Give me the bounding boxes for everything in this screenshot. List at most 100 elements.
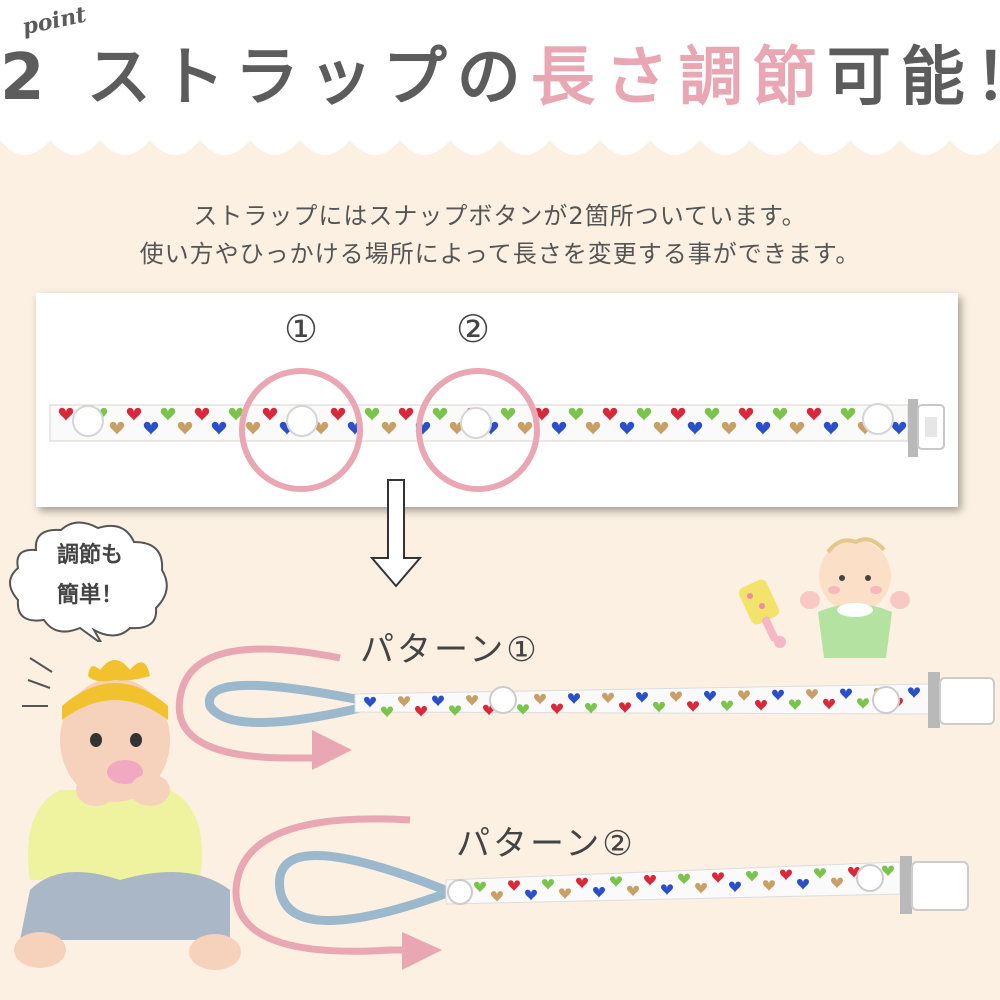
heart-mark [738, 690, 750, 702]
loop-arrow-1 [175, 645, 341, 762]
heart-mark [823, 698, 835, 710]
heart-mark [806, 689, 818, 701]
heart-mark [568, 693, 580, 705]
heart-mark [330, 407, 346, 421]
heart-mark [721, 421, 737, 435]
heart-mark [831, 877, 843, 889]
heart-mark [262, 407, 278, 421]
heart-mark [721, 700, 733, 712]
heart-mark [687, 701, 699, 713]
heart-mark [644, 875, 656, 886]
title-highlight: 長さ調節 [530, 41, 827, 115]
heart-mark [177, 421, 193, 435]
rattle-icon [738, 579, 786, 648]
heart-mark [508, 880, 520, 892]
strap-pattern-2-illustration [232, 815, 969, 970]
heart-mark [126, 407, 142, 421]
heart-mark [619, 421, 635, 435]
heart-mark [882, 865, 894, 877]
page-title: 2 ストラップの長さ調節可能！ [0, 26, 1000, 118]
heart-mark [58, 407, 74, 421]
bubble-line-2: 簡単！ [56, 583, 123, 608]
heart-mark [585, 703, 597, 714]
highlight-circle-1 [239, 368, 363, 492]
heart-mark [687, 421, 703, 435]
heart-mark [602, 407, 618, 421]
heart-mark [398, 696, 410, 708]
heart-mark [729, 881, 741, 893]
heart-mark [381, 421, 397, 435]
heart-mark [763, 880, 775, 892]
snap-button-2 [460, 407, 492, 439]
description-line-2: 使い方やひっかける場所によって長さを変更する事ができます。 [139, 240, 861, 268]
heart-mark [712, 872, 724, 884]
heart-mark [619, 702, 631, 714]
metal-clip-icon [908, 399, 945, 457]
heart-mark [695, 883, 707, 894]
heart-mark [381, 706, 393, 718]
heart-mark [670, 691, 682, 703]
heart-mark [627, 885, 639, 897]
heart-mark [636, 407, 652, 421]
heart-mark [576, 877, 588, 889]
heart-mark [364, 696, 376, 708]
title-prefix: 2 ストラップの [0, 41, 531, 115]
heart-mark [559, 888, 571, 900]
heart-mark [466, 695, 478, 706]
heart-mark [848, 866, 860, 878]
heart-mark [738, 407, 754, 421]
heart-mark [364, 407, 380, 421]
heart-mark [228, 407, 244, 421]
heart-mark [194, 407, 210, 421]
end-snap-button [72, 405, 104, 437]
heart-mark [755, 700, 767, 711]
description-line-1: ストラップにはスナップボタンが2箇所ついています。 [193, 202, 807, 230]
heart-mark [109, 421, 125, 435]
heart-mark [653, 421, 669, 435]
heart-mark [491, 891, 503, 902]
heart-mark [398, 407, 414, 421]
heart-mark [755, 421, 771, 435]
scalloped-header-background [0, 0, 1000, 155]
heart-mark [449, 705, 461, 717]
strap-straight-illustration [49, 368, 945, 492]
heart-mark [857, 698, 869, 710]
heart-mark [670, 407, 686, 421]
heart-mark [704, 407, 720, 421]
pattern-2-label: パターン② [456, 824, 636, 864]
bubble-line-1: 調節も [56, 543, 123, 568]
marker-label-2: ② [456, 307, 491, 351]
clip-snap-button [862, 403, 894, 435]
heart-mark [593, 887, 605, 898]
heart-mark [806, 407, 822, 421]
heart-mark [823, 421, 839, 435]
heart-mark [245, 421, 261, 435]
heart-mark [542, 879, 554, 890]
heart-mark [500, 407, 516, 421]
cartoon-baby-icon [800, 537, 910, 658]
heart-mark [525, 889, 537, 901]
heart-mark [789, 699, 801, 711]
pattern-1-label: パターン① [360, 630, 540, 670]
heart-mark [517, 704, 529, 716]
heart-mark [432, 407, 448, 421]
heart-mark [704, 690, 716, 702]
heart-mark [534, 407, 550, 421]
down-arrow-icon [369, 479, 423, 588]
heart-mark [517, 421, 533, 435]
heart-pattern-2 [474, 865, 894, 902]
marker-label-1: ① [284, 307, 319, 351]
heart-mark [797, 878, 809, 890]
heart-mark [772, 689, 784, 701]
heart-mark [780, 869, 792, 881]
heart-mark [678, 873, 690, 885]
heart-mark [661, 884, 673, 896]
heart-mark [432, 695, 444, 707]
heart-pattern [58, 407, 907, 435]
heart-mark [211, 421, 227, 435]
strap-pattern-1-illustration [175, 645, 995, 770]
heart-mark [585, 421, 601, 435]
heart-mark [653, 701, 665, 713]
heart-mark [636, 692, 648, 704]
heart-mark [891, 421, 907, 435]
